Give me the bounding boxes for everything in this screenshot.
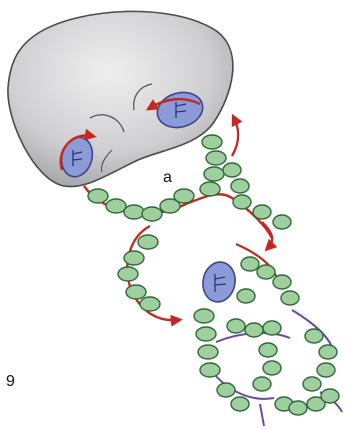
green-bead-icon [223, 163, 241, 177]
green-bead-icon [196, 327, 216, 341]
green-bead-icon [88, 189, 108, 203]
green-bead-icon [253, 205, 271, 219]
green-bead-icon [142, 207, 162, 221]
green-bead-icon [126, 285, 146, 299]
green-bead-icon [106, 199, 126, 213]
figure-number: 9 [6, 374, 15, 390]
green-bead-icon [317, 363, 335, 377]
green-bead-icon [174, 189, 194, 203]
green-bead-icon [259, 343, 277, 357]
green-bead-icon [263, 321, 281, 335]
green-bead-icon [140, 297, 160, 311]
green-bead-icon [237, 289, 255, 303]
green-bead-icon [319, 345, 337, 359]
green-bead-icon [281, 291, 299, 305]
label-a: a [163, 170, 172, 186]
green-bead-icon [124, 251, 144, 265]
green-bead-icon [194, 309, 214, 323]
green-bead-icon [263, 361, 281, 375]
green-bead-icon [273, 215, 291, 229]
red-arrow-icon [232, 118, 238, 156]
green-bead-icon [231, 397, 249, 411]
green-bead-icon [206, 151, 226, 165]
green-bead-icon [200, 363, 220, 377]
green-bead-icon [217, 383, 235, 397]
green-bead-icon [241, 257, 259, 271]
green-bead-icon [204, 167, 224, 181]
green-bead-icon [289, 401, 307, 415]
green-bead-icon [253, 377, 271, 391]
green-bead-icon [200, 182, 220, 196]
green-bead-icon [321, 389, 339, 403]
green-bead-icon [118, 267, 138, 281]
blue-oval-icon [200, 260, 238, 305]
green-bead-icon [245, 323, 263, 337]
green-bead-icon [138, 235, 158, 249]
green-bead-icon [227, 319, 245, 333]
green-bead-icon [124, 205, 144, 219]
green-bead-icon [202, 135, 222, 149]
green-bead-icon [305, 329, 323, 343]
purple-linker [260, 404, 264, 426]
green-bead-icon [273, 275, 291, 289]
green-bead-icon [303, 377, 321, 391]
green-bead-icon [233, 195, 251, 209]
green-bead-icon [198, 345, 218, 359]
green-bead-icon [231, 179, 249, 193]
green-bead-icon [257, 265, 275, 279]
